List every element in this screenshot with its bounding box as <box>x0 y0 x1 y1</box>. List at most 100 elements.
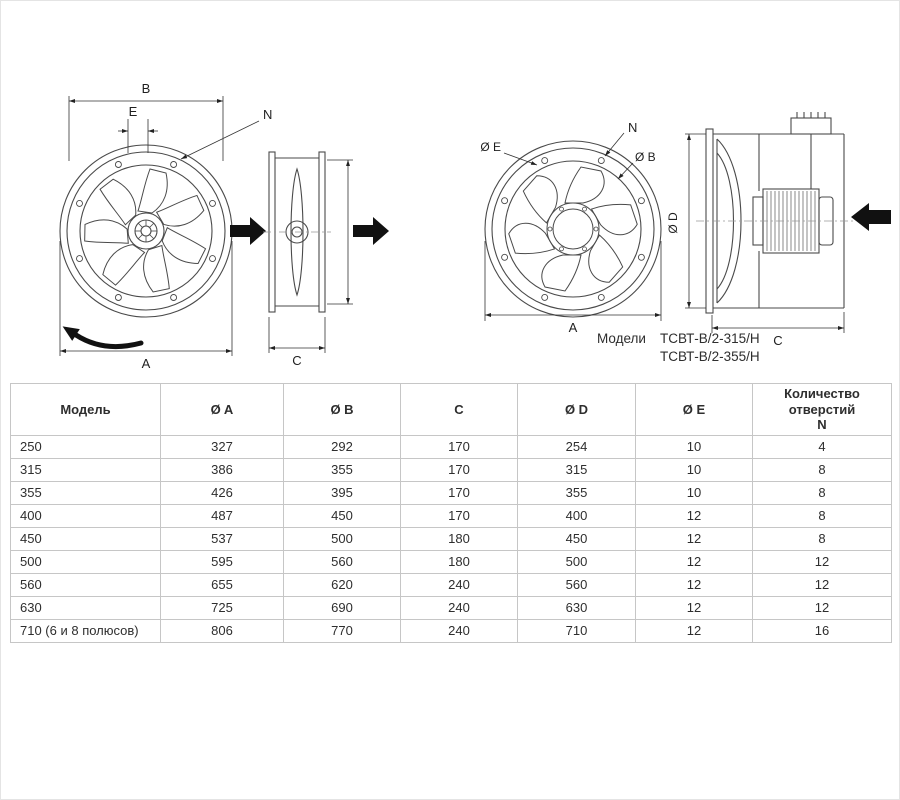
value-cell: 770 <box>283 618 401 643</box>
value-cell: 710 <box>517 618 636 643</box>
bolt-holes <box>501 157 645 301</box>
terminal-box <box>790 112 832 189</box>
value-cell: 12 <box>635 595 753 620</box>
value-cell: 426 <box>160 480 284 505</box>
hub-circle <box>127 212 165 250</box>
value-cell: 8 <box>752 480 892 505</box>
fan-side-view <box>263 151 331 313</box>
value-cell: 4 <box>752 434 892 459</box>
value-cell: 240 <box>400 595 518 620</box>
value-cell: 487 <box>160 503 284 528</box>
value-cell: 395 <box>283 480 401 505</box>
column-header-3: C <box>400 383 518 436</box>
value-cell: 355 <box>517 480 636 505</box>
model-cell: 355 <box>10 480 161 505</box>
value-cell: 595 <box>160 549 284 574</box>
blade-profile <box>290 167 304 297</box>
value-cell: 12 <box>635 618 753 643</box>
dimension-diam-d <box>685 133 706 309</box>
dimension-diam-d-label: Ø D <box>666 212 680 234</box>
model-cell: 450 <box>10 526 161 551</box>
value-cell: 12 <box>752 549 892 574</box>
value-cell: 180 <box>400 526 518 551</box>
column-header-1: Ø A <box>160 383 284 436</box>
model-cell: 710 (6 и 8 полюсов) <box>10 618 161 643</box>
model-cell: 315 <box>10 457 161 482</box>
dimension-e <box>118 119 158 153</box>
value-cell: 170 <box>400 503 518 528</box>
diam-e-leader-line <box>503 152 538 166</box>
value-cell: 386 <box>160 457 284 482</box>
dimension-a <box>59 241 233 356</box>
column-header-4: Ø D <box>517 383 636 436</box>
flange-outer-circle <box>59 144 233 318</box>
model-name: ТСВТ-В/2-355/Н <box>659 349 760 364</box>
model-cell: 560 <box>10 572 161 597</box>
value-cell: 690 <box>283 595 401 620</box>
value-cell: 170 <box>400 480 518 505</box>
model-cell: 400 <box>10 503 161 528</box>
value-cell: 12 <box>635 503 753 528</box>
hub-spokes <box>135 220 157 242</box>
value-cell: 180 <box>400 549 518 574</box>
dimension-c-2-label: C <box>773 333 782 348</box>
dimension-a-2-label: A <box>569 320 578 335</box>
value-cell: 560 <box>517 572 636 597</box>
value-cell: 292 <box>283 434 401 459</box>
value-cell: 12 <box>635 549 753 574</box>
n-label-2: N <box>628 120 637 135</box>
models-label: Модели <box>597 331 646 346</box>
hub-circle-mid <box>134 219 158 243</box>
value-cell: 16 <box>752 618 892 643</box>
bolt-holes <box>76 161 216 301</box>
technical-drawing: B E N A <box>59 81 891 371</box>
dimension-b <box>68 96 224 161</box>
diam-b-leader-line <box>617 162 634 180</box>
dimension-a-2 <box>484 241 662 321</box>
value-cell: 400 <box>517 503 636 528</box>
flange-inner-circle <box>66 151 226 311</box>
housing-bore-circle <box>504 160 642 298</box>
model-cell: 630 <box>10 595 161 620</box>
n-leader-line-2 <box>604 132 625 157</box>
hub-screws <box>547 206 599 252</box>
value-cell: 12 <box>635 526 753 551</box>
models-caption: Модели ТСВТ-В/2-315/Н ТСВТ-В/2-355/Н <box>597 331 760 364</box>
value-cell: 327 <box>160 434 284 459</box>
housing-bore-circle <box>79 164 213 298</box>
value-cell: 170 <box>400 434 518 459</box>
value-cell: 8 <box>752 457 892 482</box>
flange-inner-circle <box>491 147 655 311</box>
value-cell: 725 <box>160 595 284 620</box>
value-cell: 12 <box>635 572 753 597</box>
column-header-2: Ø B <box>283 383 401 436</box>
value-cell: 537 <box>160 526 284 551</box>
value-cell: 240 <box>400 572 518 597</box>
value-cell: 560 <box>283 549 401 574</box>
drawing-area: B E N A <box>1 1 899 379</box>
column-header-5: Ø E <box>635 383 753 436</box>
value-cell: 500 <box>283 526 401 551</box>
dimension-a-label: A <box>142 356 151 371</box>
motor-side-view <box>696 112 856 314</box>
value-cell: 806 <box>160 618 284 643</box>
value-cell: 620 <box>283 572 401 597</box>
value-cell: 240 <box>400 618 518 643</box>
diam-e-label: Ø E <box>480 140 501 154</box>
model-name: ТСВТ-В/2-315/Н <box>659 331 760 346</box>
diam-b-label: Ø B <box>635 150 656 164</box>
dimension-e-label: E <box>129 104 138 119</box>
value-cell: 315 <box>517 457 636 482</box>
value-cell: 500 <box>517 549 636 574</box>
